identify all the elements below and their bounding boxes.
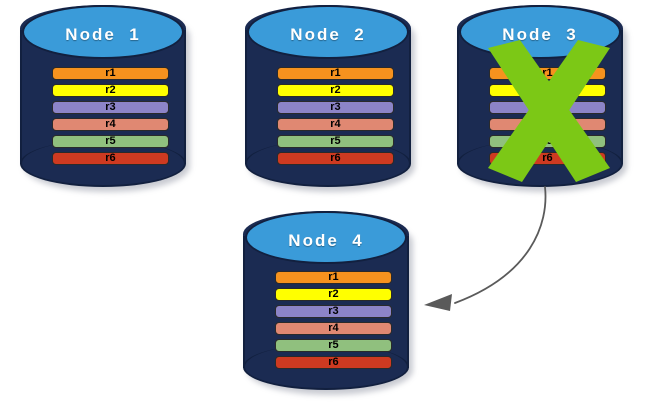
row-item[interactable]: r1 xyxy=(276,67,395,80)
cylinder-left-edge xyxy=(245,30,247,165)
cylinder-left-edge xyxy=(20,30,22,165)
row-item[interactable]: r6 xyxy=(51,152,170,165)
cylinder-bottom-edge xyxy=(457,139,623,187)
cylinder-left-edge xyxy=(457,30,459,165)
node-cylinder-4[interactable]: Node 4 r1 r2 r3 r4 r5 r6 xyxy=(243,211,413,395)
cylinder-right-edge xyxy=(621,30,623,165)
cylinder-bottom-edge xyxy=(243,343,409,390)
node-label: Node 3 xyxy=(502,24,578,44)
row-item[interactable]: r4 xyxy=(51,118,170,131)
row-item[interactable]: r2 xyxy=(274,288,393,301)
row-item[interactable]: r5 xyxy=(276,135,395,148)
row-list: r1 r2 r3 r4 r5 r6 xyxy=(276,67,395,165)
cylinder-top-ellipse xyxy=(22,5,184,60)
node-label: Node 2 xyxy=(290,24,366,44)
cylinder-top-ellipse xyxy=(245,211,407,265)
row-list: r1 r2 r3 r4 r5 r6 xyxy=(274,271,393,369)
row-item[interactable]: r2 xyxy=(51,84,170,97)
row-item[interactable]: r4 xyxy=(276,118,395,131)
row-item[interactable]: r6 xyxy=(276,152,395,165)
node-label: Node 4 xyxy=(288,230,364,250)
cylinder-top-ellipse xyxy=(247,5,409,60)
cylinder-bottom-edge xyxy=(245,139,411,187)
row-item[interactable]: r6 xyxy=(274,356,393,369)
cylinder-left-edge xyxy=(243,235,245,368)
row-list: r1 r2 r3 r4 r5 r6 xyxy=(51,67,170,165)
row-item[interactable]: r5 xyxy=(274,339,393,352)
row-item[interactable]: r1 xyxy=(274,271,393,284)
row-item[interactable]: r4 xyxy=(274,322,393,335)
node-cylinder-1[interactable]: Node 1 r1 r2 r3 r4 r5 r6 xyxy=(20,5,190,192)
cylinder-bottom-edge xyxy=(20,139,186,187)
row-item[interactable]: r3 xyxy=(51,101,170,114)
row-item[interactable]: r3 xyxy=(276,101,395,114)
row-item[interactable]: r1 xyxy=(51,67,170,80)
node-cylinder-2[interactable]: Node 2 r1 r2 r3 r4 r5 r6 xyxy=(245,5,415,192)
cylinder-right-edge xyxy=(409,30,411,165)
row-item[interactable]: r5 xyxy=(51,135,170,148)
cylinder-right-edge xyxy=(184,30,186,165)
row-item[interactable]: r2 xyxy=(276,84,395,97)
node-label: Node 1 xyxy=(65,24,141,44)
cylinder-right-edge xyxy=(407,235,409,368)
row-item[interactable]: r3 xyxy=(274,305,393,318)
